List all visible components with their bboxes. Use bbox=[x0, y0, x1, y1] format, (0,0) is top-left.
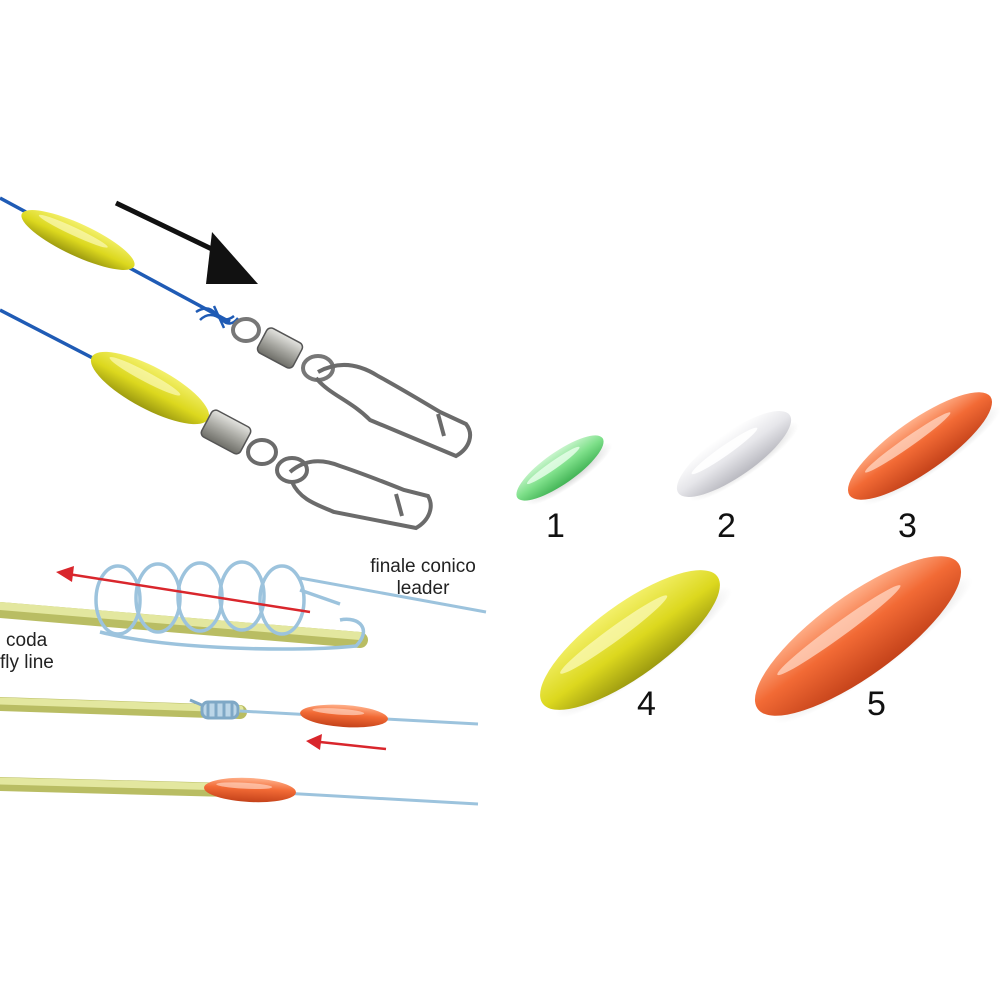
swivel-barrel-lower bbox=[200, 409, 252, 455]
arrow-icon bbox=[56, 566, 311, 614]
knot-icon bbox=[195, 305, 239, 329]
arrow-icon bbox=[114, 200, 258, 284]
stopper-1-shape bbox=[516, 435, 613, 506]
leader-label-italian: finale conico bbox=[370, 556, 476, 577]
stopper-5-shape bbox=[754, 556, 973, 724]
swivel-snap-lower bbox=[246, 438, 433, 531]
swivel-snap-icon bbox=[231, 317, 473, 459]
flyline-label-italian: coda bbox=[6, 630, 48, 651]
stopper-4-shape bbox=[540, 570, 732, 718]
swivel-barrel-upper bbox=[256, 327, 304, 369]
leader-label-english: leader bbox=[396, 578, 450, 599]
flyline-leader-diagram bbox=[0, 560, 487, 806]
stopper-4-number: 4 bbox=[637, 685, 656, 723]
stopper-2-number: 2 bbox=[717, 507, 736, 545]
flyline-label-english: fly line bbox=[0, 652, 54, 673]
stopper-1-number: 1 bbox=[546, 507, 565, 545]
yellow-stopper-upper bbox=[21, 210, 135, 270]
stopper-3-shape bbox=[847, 392, 1000, 506]
orange-stopper-fitted bbox=[204, 777, 296, 803]
yellow-stopper-lower bbox=[90, 351, 210, 425]
arrow-icon bbox=[306, 734, 387, 751]
stopper-2-shape bbox=[676, 411, 799, 502]
knot-icon bbox=[189, 698, 240, 720]
orange-stopper-sliding bbox=[300, 704, 388, 728]
knot-coils bbox=[94, 560, 365, 651]
stopper-5-number: 5 bbox=[867, 685, 886, 723]
stopper-3-number: 3 bbox=[898, 507, 917, 545]
swivel-snap-top-assembly bbox=[0, 196, 473, 531]
